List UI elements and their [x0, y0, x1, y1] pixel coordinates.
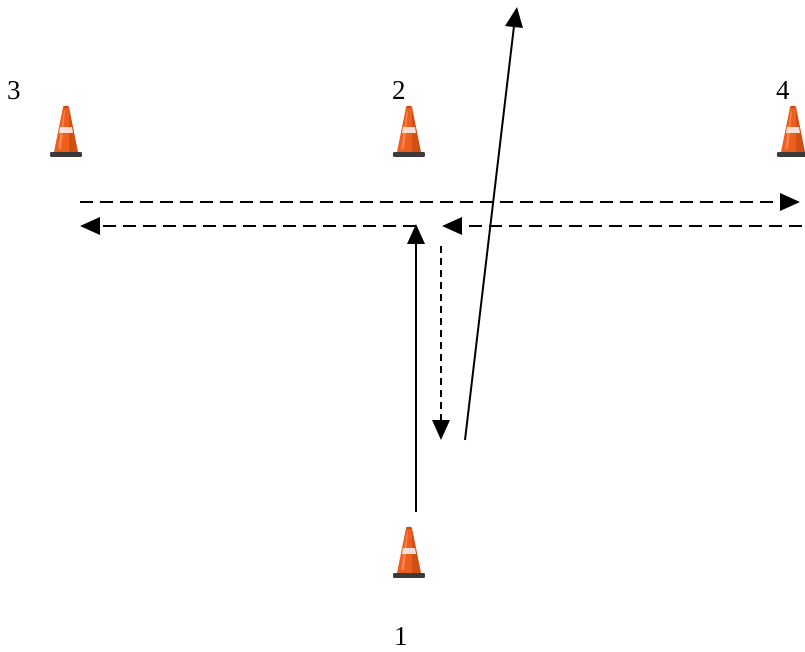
cone-label-2: 2	[392, 75, 406, 105]
run-up-arrowhead-icon	[407, 224, 425, 244]
shuffle-left-arrowhead-icon	[80, 217, 100, 235]
cone-label-1: 1	[394, 621, 408, 651]
cone-1-icon	[393, 526, 425, 578]
cone-3-icon	[50, 105, 82, 157]
backpedal-arrowhead-icon	[432, 420, 450, 440]
return-center-arrowhead-icon	[442, 217, 462, 235]
cone-4-icon	[777, 105, 805, 157]
cone-label-3: 3	[7, 75, 21, 105]
cone-label-4: 4	[776, 75, 790, 105]
sprint-out-arrowhead-icon	[505, 7, 523, 28]
cone-2-icon	[393, 105, 425, 157]
shuffle-right-arrowhead-icon	[780, 193, 800, 211]
sprint-out-line	[464, 25, 515, 441]
